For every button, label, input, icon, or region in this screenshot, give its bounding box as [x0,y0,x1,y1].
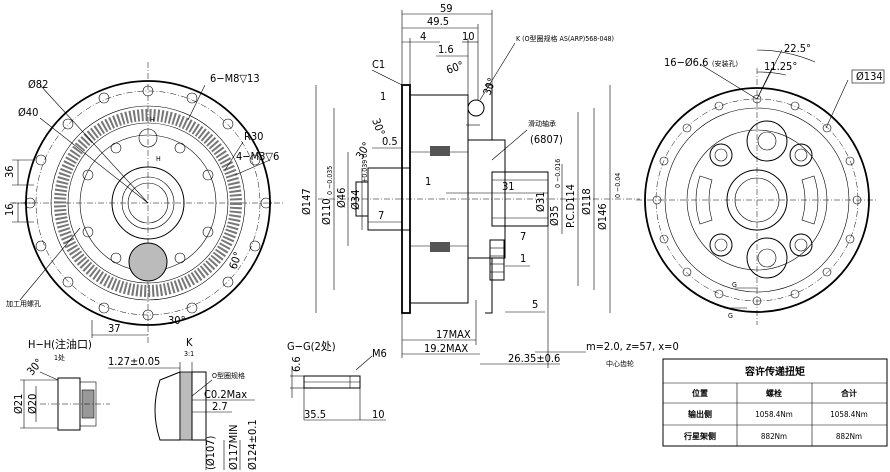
dim-7-right: 7 [520,230,526,243]
gear-spec: m=2.0, z=57, x=0 [586,340,679,353]
dim-2-7: 2.7 [212,400,228,413]
oring-spec-label: O型圈规格 [212,371,245,380]
dim-26-35: 26.35±0.6 [508,352,560,365]
angle-60-top: 60° [445,59,466,77]
holes-m3-label: 4−M3▽6 [236,150,279,163]
dim-6-6: 6.6 [290,356,303,372]
section-view: 59 49.5 4 10 1.6 C1 K (O型圈规格 AS(ARP)568-… [300,2,679,368]
detail-k: K 3:1 1.27±0.05 O型圈规格 C0.2Max 2.7 (Ø107)… [108,336,259,470]
torque-table: 容许传递扭矩 位置 螺栓 合计 输出侧 1058.4Nm 1058.4Nm 行星… [662,358,888,447]
dim-d31: Ø31 [534,192,547,212]
detail-h-sub: 1处 [54,353,65,362]
dim-d146: Ø146 [596,203,609,230]
tol-d35: 0 −0.016 [554,159,562,188]
dim-59: 59 [440,2,453,15]
dim-5: 5 [532,298,538,311]
table-header-position: 位置 [692,388,708,398]
dim-1-top: 1 [380,90,386,103]
dim-d147: Ø147 [300,188,313,215]
dim-d110: Ø110 [320,198,333,225]
detail-k-title: K [186,336,193,349]
left-view: Ø82 Ø40 6−M8▽13 R30 4−M3▽6 H H 36 16 37 … [3,62,285,345]
dim-d117-min: Ø117MIN [227,424,240,470]
dim-37: 37 [108,322,121,335]
chamfer-c0-2: C0.2Max [204,388,247,401]
detail-g-section: G−G(2处) M6 6.6 35.5 10 [287,340,387,421]
detail-k-scale: 3:1 [184,350,194,358]
chamfer-c1: C1 [372,58,385,71]
detail-g-title: G−G(2处) [287,340,336,353]
section-mark-h: H [150,116,155,124]
mount-hole-note: (安装孔) [712,59,738,68]
dim-4: 4 [420,30,426,43]
dim-d46: Ø46 [335,188,348,208]
table-header-bolt: 螺栓 [766,388,782,398]
dim-1-6: 1.6 [438,43,454,56]
detail-h-section: H−H(注油口) 1处 30° Ø21 Ø20 [12,337,110,431]
dim-d118: Ø118 [580,188,593,215]
dim-36: 36 [3,165,16,178]
angle-30-top: 30° [481,76,499,97]
angle-30: 30° [168,314,186,327]
section-mark-g1: G [732,281,737,289]
dim-1-right: 1 [520,252,526,265]
dim-d40: Ø40 [18,106,38,119]
tol-d146: 0 −0.04 [614,173,622,198]
angle-30-left: 30° [369,117,387,138]
dim-r30: R30 [244,130,263,143]
angle-11-25: 11.25° [764,60,797,73]
dim-31-width: 31 [502,180,515,193]
dim-pcd114: P.C.D114 [564,184,577,228]
bearing-code: (6807) [530,133,563,146]
dim-10: 10 [462,30,475,43]
dim-d124: Ø124±0.1 [246,419,259,470]
holes-m8-label: 6−M8▽13 [210,72,260,85]
dim-d35: Ø35 [548,206,561,226]
table-cell: 1058.4Nm [830,410,868,419]
k-note: K (O型圈规格 AS(ARP)568-048) [516,34,614,43]
table-cell: 输出侧 [688,409,712,419]
dim-17max: 17MAX [436,328,471,341]
thread-m6: M6 [372,347,387,360]
dim-49-5: 49.5 [427,15,449,28]
dim-16: 16 [3,203,16,216]
dim-1-mid: 1 [425,175,431,188]
dim-1-27: 1.27±0.05 [108,355,160,368]
table-cell: 882Nm [836,432,862,441]
detail-h-title: H−H(注油口) [28,337,92,351]
right-view: 16−Ø6.6 (安装孔) 22.5° 11.25° Ø134 G G [636,42,885,325]
section-mark-h2: H [156,155,161,163]
angle-22-5: 22.5° [784,42,811,55]
angle-30-h: 30° [24,356,45,378]
dim-d20: Ø20 [26,394,39,414]
tol-d110: 0 −0.035 [326,166,334,195]
dim-d107: (Ø107) [204,435,217,470]
dim-d21: Ø21 [12,394,25,414]
dim-19-2max: 19.2MAX [424,342,468,355]
center-gear-label: 中心齿轮 [606,359,634,368]
dim-35-5: 35.5 [304,408,326,421]
table-cell: 行星架侧 [683,431,716,441]
table-cell: 882Nm [761,432,787,441]
bearing-note: 滑动轴承 [528,119,556,128]
dim-d134: Ø134 [856,70,883,83]
section-mark-g2: G [728,312,733,320]
table-title: 容许传递扭矩 [744,365,805,378]
dim-7-left: 7 [378,209,384,222]
dim-10-g: 10 [372,408,385,421]
dim-d34: Ø34 [349,190,362,210]
dim-0-5: 0.5 [382,135,398,148]
angle-60: 60° [227,250,245,271]
tol-d34: +0.039 0 [361,154,369,183]
machining-hole-note: 加工用螺孔 [6,299,41,308]
table-cell: 1058.4Nm [755,410,793,419]
holes-d6-6: 16−Ø6.6 [664,56,708,69]
dim-d82: Ø82 [28,78,48,91]
table-header-total: 合计 [840,388,857,398]
